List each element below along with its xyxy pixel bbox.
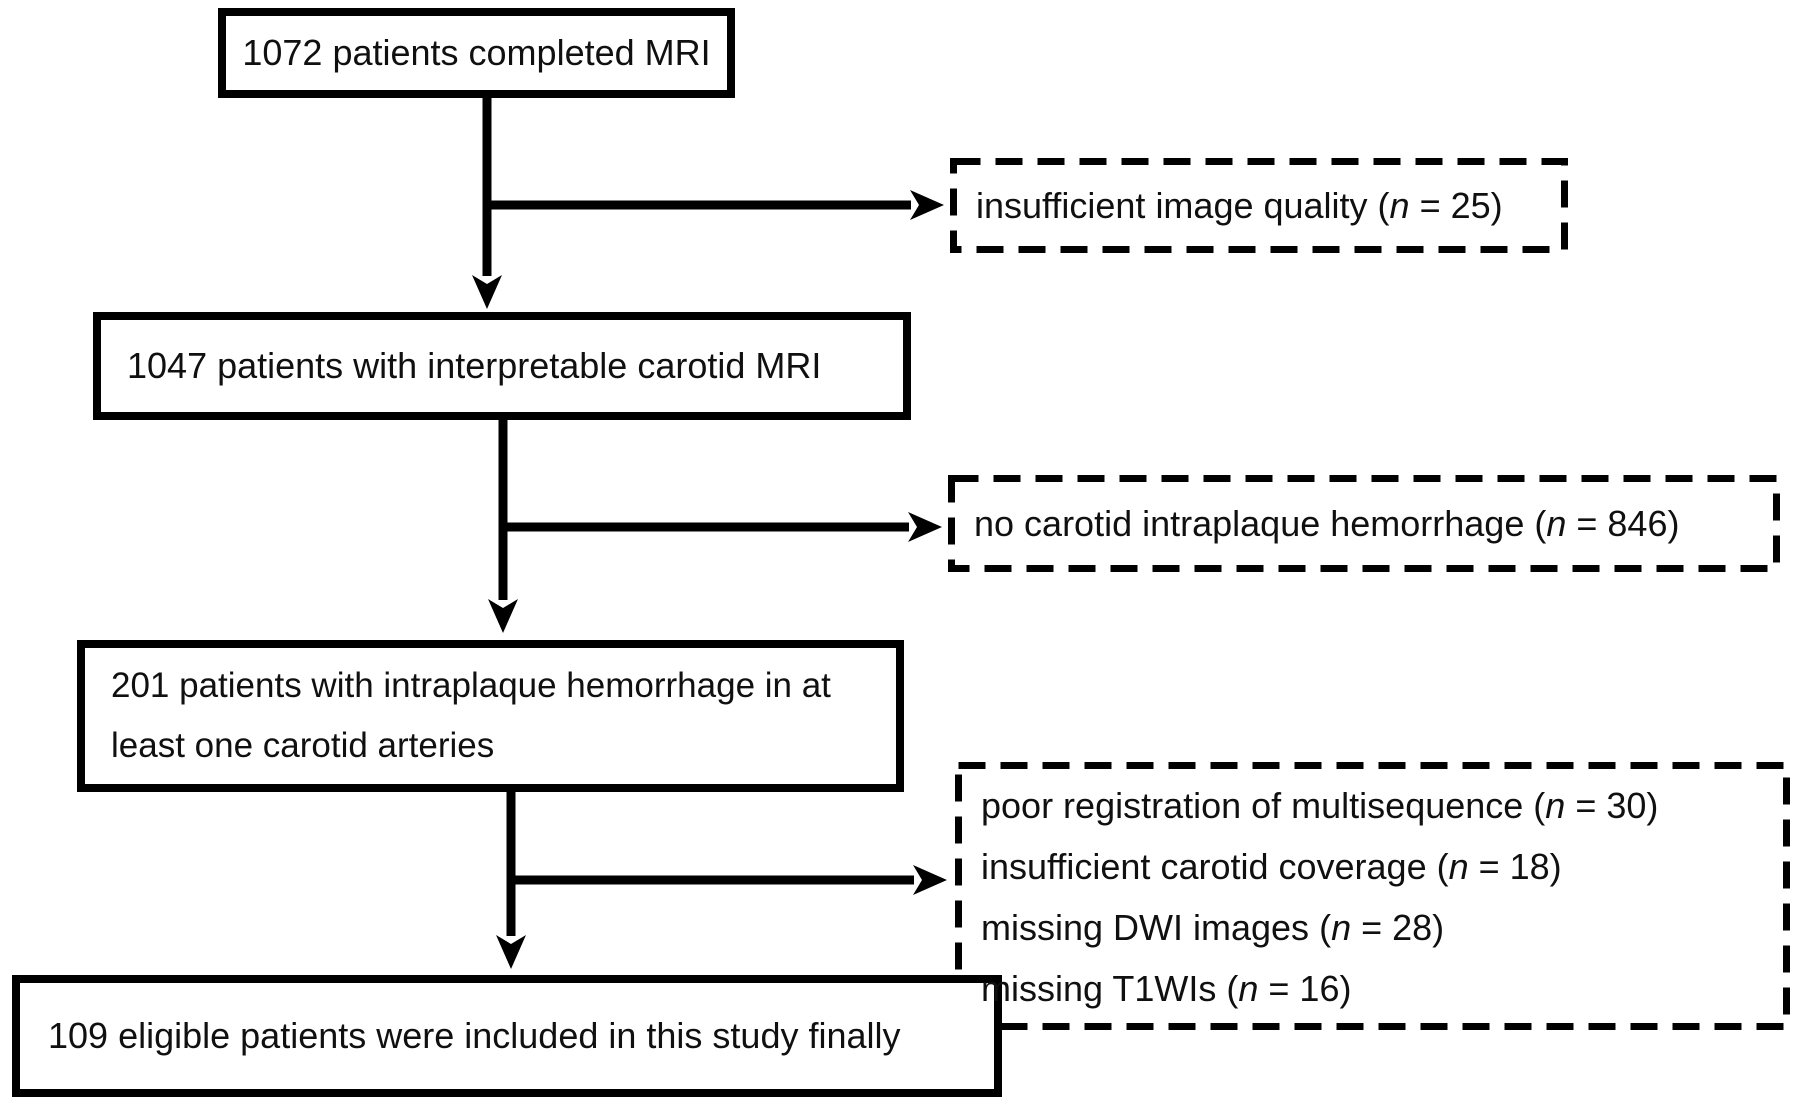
exclusion-3-line: missing T1WIs (n = 16) <box>981 968 1352 1009</box>
exclusion-3-line: insufficient carotid coverage (n = 18) <box>981 846 1562 887</box>
exclusion-box-3: poor registration of multisequence (n = … <box>981 768 1786 1026</box>
box-intraplaque-hemorrhage-label: 201 patients with intraplaque hemorrhage… <box>111 666 831 765</box>
exclusion-2-line: no carotid intraplaque hemorrhage (n = 8… <box>974 503 1680 544</box>
exclusion-3-line: poor registration of multisequence (n = … <box>981 785 1659 826</box>
box-eligible-patients: 109 eligible patients were included in t… <box>12 975 1002 1097</box>
box-completed-mri-label: 1072 patients completed MRI <box>242 31 711 73</box>
exclusion-box-2: no carotid intraplaque hemorrhage (n = 8… <box>974 475 1774 572</box>
box-completed-mri: 1072 patients completed MRI <box>218 8 735 98</box>
box-interpretable-mri: 1047 patients with interpretable carotid… <box>93 312 911 420</box>
exclusion-1-line: insufficient image quality (n = 25) <box>976 185 1503 226</box>
box-interpretable-mri-label: 1047 patients with interpretable carotid… <box>127 344 822 386</box>
exclusion-box-1: insufficient image quality (n = 25) <box>976 158 1561 253</box>
box-intraplaque-hemorrhage: 201 patients with intraplaque hemorrhage… <box>77 640 904 792</box>
box-eligible-patients-label: 109 eligible patients were included in t… <box>48 1014 901 1056</box>
exclusion-3-line: missing DWI images (n = 28) <box>981 907 1445 948</box>
